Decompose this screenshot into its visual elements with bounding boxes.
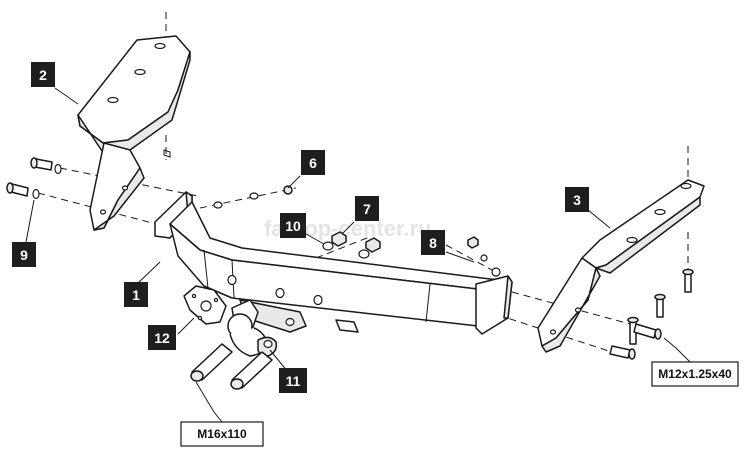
- callout-1: 1: [124, 282, 148, 307]
- bracket-hole: [121, 185, 129, 191]
- washer-set-6: [213, 185, 293, 209]
- svg-text:M16x110: M16x110: [197, 427, 247, 441]
- ball-mount-hole: [263, 339, 273, 349]
- ball-bolts: [190, 343, 273, 390]
- right-side-bracket: [537, 179, 705, 353]
- callout-7: 7: [355, 196, 379, 221]
- svg-text:9: 9: [20, 247, 28, 263]
- bracket-hole: [107, 96, 119, 104]
- callout-11: 11: [279, 368, 307, 393]
- bracket-hole: [134, 68, 146, 76]
- crossbar-hole: [285, 317, 295, 327]
- callout-2: 2: [31, 62, 55, 87]
- callout-8: 8: [421, 230, 445, 255]
- bracket-hole: [680, 182, 692, 190]
- svg-text:M12x1.25x40: M12x1.25x40: [658, 367, 732, 381]
- socket-plate-hole: [200, 300, 212, 312]
- tow-ball: [227, 299, 278, 357]
- crossbar-hole: [227, 274, 237, 286]
- svg-text:12: 12: [154, 330, 170, 346]
- svg-text:10: 10: [285, 218, 301, 234]
- spec-label-bracket-bolt: M12x1.25x40: [651, 361, 739, 387]
- svg-text:2: 2: [39, 67, 47, 83]
- main-crossbar: [154, 191, 513, 335]
- nut-set-8: [467, 236, 501, 277]
- svg-text:1: 1: [132, 287, 140, 303]
- callout-12: 12: [148, 325, 176, 350]
- svg-text:6: 6: [309, 155, 317, 171]
- crossbar-hole: [313, 294, 323, 306]
- bracket-hole: [99, 209, 107, 215]
- spec-label-ball-bolt: M16x110: [180, 421, 264, 447]
- callout-3: 3: [565, 187, 589, 212]
- crossbar-hole: [275, 287, 285, 299]
- bracket-hole: [549, 329, 557, 335]
- svg-text:3: 3: [573, 192, 581, 208]
- nut-set-7: [331, 231, 381, 253]
- left-side-bracket: [77, 35, 191, 231]
- right-bolts: [609, 268, 694, 360]
- svg-text:7: 7: [363, 201, 371, 217]
- bracket-hole: [626, 236, 638, 244]
- left-bolts: [6, 157, 62, 200]
- callout-6: 6: [301, 150, 325, 175]
- washer-set-10: [322, 241, 370, 259]
- callout-10: 10: [280, 213, 306, 238]
- callout-9: 9: [12, 242, 36, 267]
- leader-lines: [25, 87, 691, 423]
- socket-plate: [183, 285, 227, 325]
- bracket-hole: [654, 208, 666, 216]
- bracket-hole: [574, 307, 582, 313]
- svg-text:8: 8: [429, 235, 437, 251]
- svg-text:11: 11: [286, 373, 301, 389]
- bracket-hole: [154, 42, 166, 50]
